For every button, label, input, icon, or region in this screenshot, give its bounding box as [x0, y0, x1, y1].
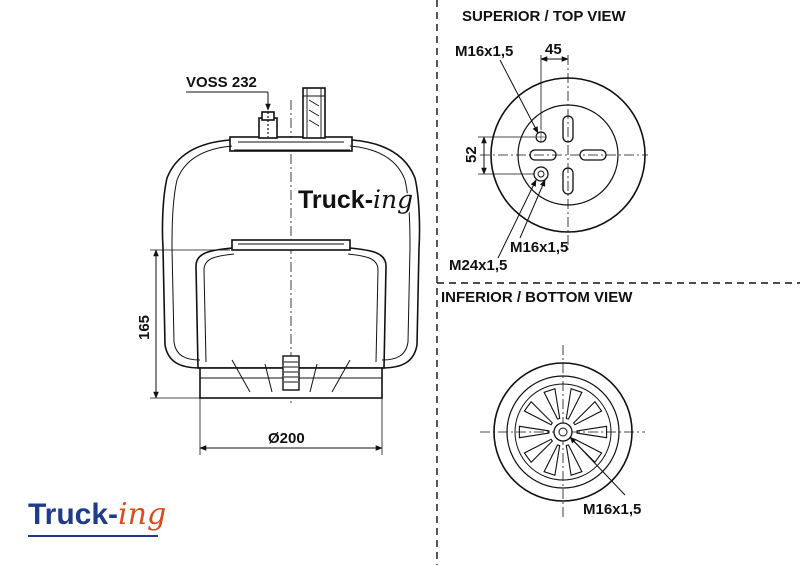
bottom-dimensions — [569, 436, 626, 496]
piston-rib — [572, 438, 603, 464]
piston-rim-mid — [506, 375, 620, 489]
top-thread-label: M16x1,5 — [455, 43, 513, 60]
hole-air — [533, 166, 549, 182]
svg-text:Truck-ing: Truck-ing — [28, 497, 166, 532]
piston-stud — [282, 355, 300, 391]
spacing-dimension: 45 — [545, 41, 562, 58]
height-dimension: 165 — [136, 315, 153, 340]
slot-right — [579, 149, 607, 161]
diameter-dimension: Ø200 — [268, 430, 305, 447]
piston-rib — [565, 444, 583, 477]
slot-top — [562, 115, 574, 143]
bellow-logo: Truck-ing — [297, 184, 415, 216]
piston-rib — [543, 387, 561, 420]
piston-rib — [543, 444, 561, 477]
piston-hub — [553, 422, 573, 442]
bottom-view — [480, 345, 645, 520]
piston-rim-inner — [514, 383, 612, 481]
air-thread-label: M24x1,5 — [449, 257, 507, 274]
top-view — [480, 55, 648, 250]
brand-logo: Truck-ing — [28, 497, 166, 537]
top-plate-outer — [490, 77, 646, 233]
bellow-inner — [171, 145, 411, 361]
piston-rib — [572, 400, 603, 426]
bottom-view-title: INFERIOR / BOTTOM VIEW — [441, 289, 633, 306]
piston-rib — [518, 425, 550, 439]
bellow-outer — [161, 139, 421, 369]
bellow-logo-accent: ing — [373, 185, 413, 214]
top-plate — [229, 136, 353, 152]
piston-ribs — [231, 359, 351, 393]
front-view — [161, 87, 421, 405]
piston-rim-outer — [493, 362, 633, 502]
piston-cap — [231, 239, 351, 251]
piston-ribs-bottom — [518, 387, 608, 477]
piston-inner — [203, 253, 379, 363]
piston-rib — [523, 400, 554, 426]
slot-bottom — [562, 167, 574, 195]
brand-logo-main: Truck- — [28, 498, 118, 531]
slot-left — [529, 149, 557, 161]
front-dimensions — [150, 91, 383, 455]
bellow-logo-main: Truck- — [298, 186, 373, 214]
top-view-title: SUPERIOR / TOP VIEW — [462, 8, 626, 25]
offset-dimension: 52 — [463, 146, 480, 163]
brand-logo-accent: ing — [118, 497, 166, 532]
svg-text:Truck-ing: Truck-ing — [298, 185, 413, 214]
top-dimensions — [478, 55, 569, 259]
valve-label: VOSS 232 — [186, 74, 257, 91]
piston-rib — [565, 387, 583, 420]
bottom-thread-label: M16x1,5 — [510, 239, 568, 256]
bottom-view-thread-label: M16x1,5 — [583, 501, 641, 518]
top-plate-inner — [517, 104, 619, 206]
piston-rib — [523, 438, 554, 464]
piston-rib — [576, 425, 608, 439]
